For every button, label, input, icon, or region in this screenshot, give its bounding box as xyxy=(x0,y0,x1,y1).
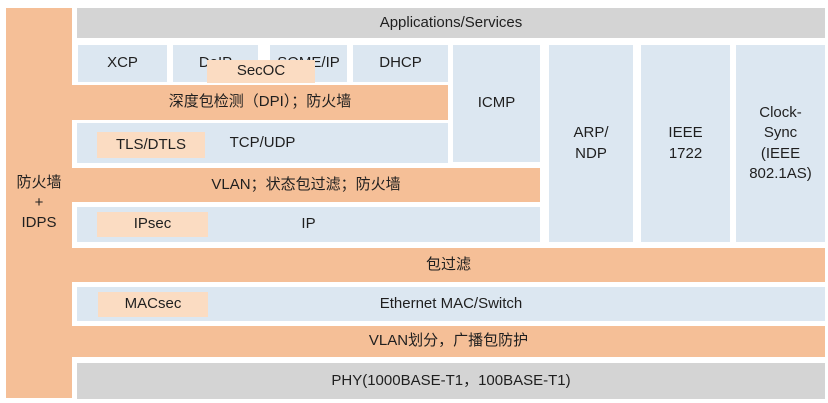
icmp-box: ICMP xyxy=(453,45,540,162)
dhcp-box: DHCP xyxy=(353,45,448,82)
vlan-stateful-firewall-bar: VLAN；状态包过滤；防火墙 xyxy=(72,168,540,202)
clock-sync-column: Clock- Sync (IEEE 802.1AS) xyxy=(736,45,825,242)
macsec-box: MACsec xyxy=(98,292,208,317)
arp-ndp-column: ARP/ NDP xyxy=(549,45,633,242)
ipsec-box: IPsec xyxy=(97,212,208,237)
firewall-idps-sidebar: 防火墙 + IDPS xyxy=(6,8,72,398)
applications-services-bar: Applications/Services xyxy=(77,8,825,38)
ieee-1722-column: IEEE 1722 xyxy=(641,45,730,242)
vlan-partition-broadcast-bar: VLAN划分，广播包防护 xyxy=(72,326,825,357)
dpi-firewall-bar: 深度包检测（DPI）；防火墙 xyxy=(72,85,448,120)
packet-filter-bar: 包过滤 xyxy=(72,248,825,282)
phy-row: PHY(1000BASE-T1，100BASE-T1) xyxy=(77,363,825,399)
xcp-box: XCP xyxy=(78,45,167,82)
tls-dtls-box: TLS/DTLS xyxy=(97,132,205,158)
secoc-overlay-box: SecOC xyxy=(207,60,315,83)
